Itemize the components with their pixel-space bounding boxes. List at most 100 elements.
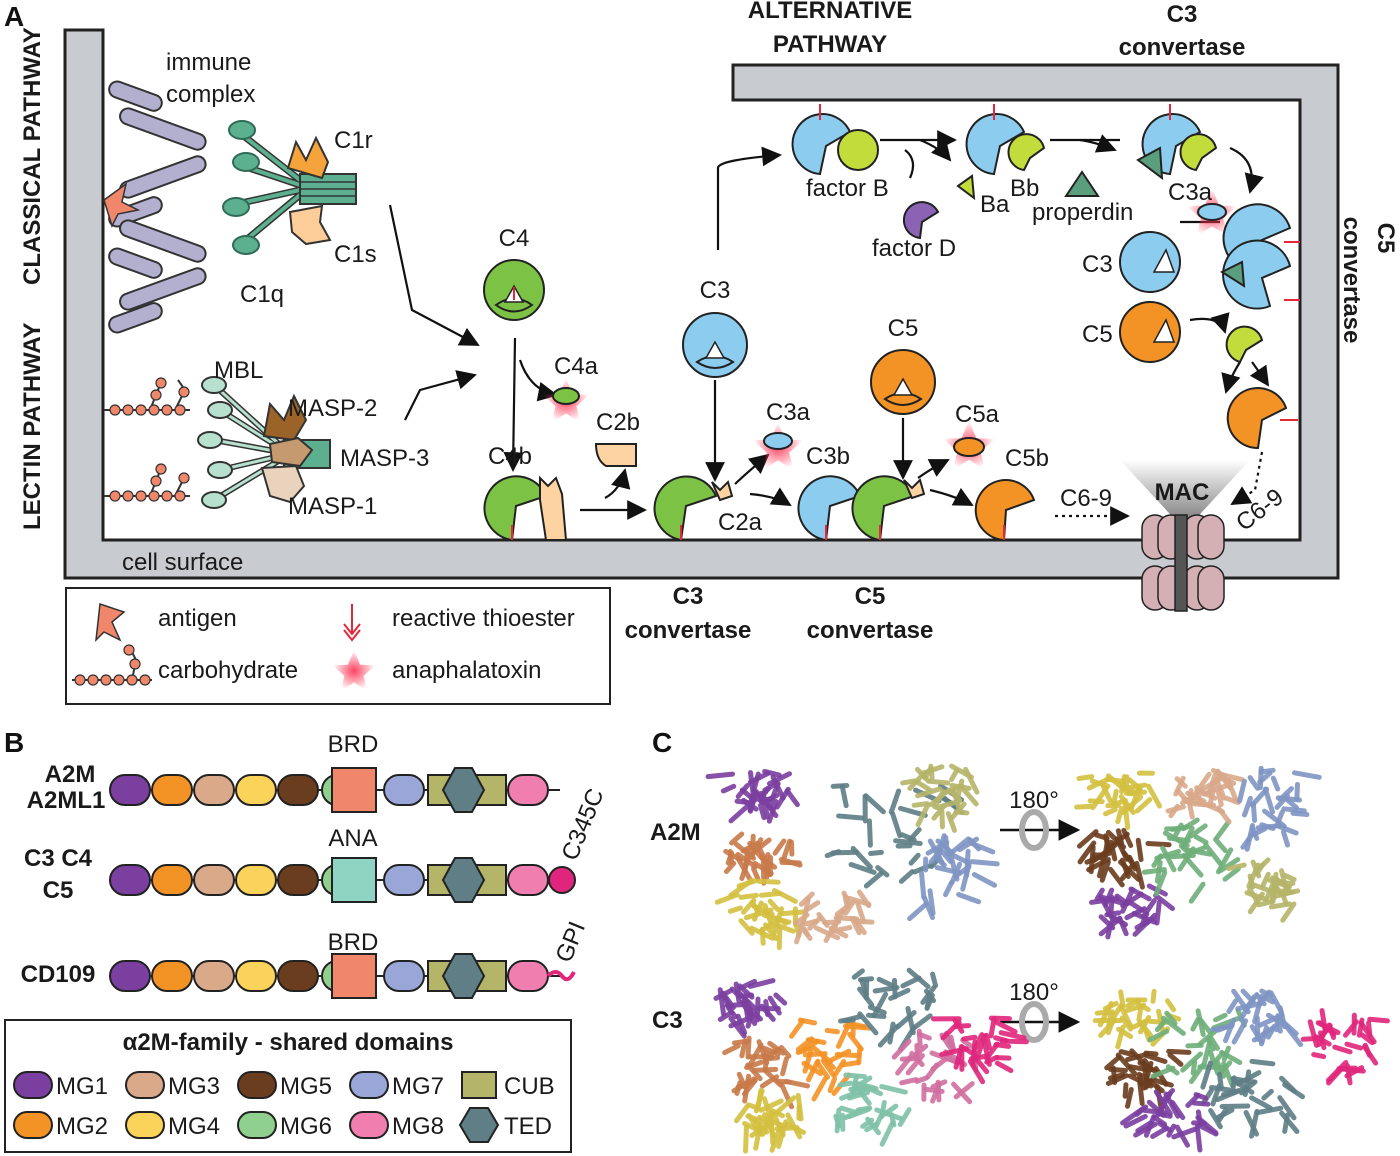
c3-convertase-bottom-2: convertase [625, 617, 752, 644]
c3-alt-label: C3 [1082, 251, 1113, 278]
legend-antigen-icon [95, 602, 126, 643]
ribbon-domain [714, 877, 807, 951]
c5b-alt-fragment [1226, 387, 1288, 450]
row-cd109-tail-label: GPI [551, 918, 592, 966]
c5a-fragment [953, 437, 985, 457]
factor-d-protease [902, 201, 940, 240]
c5-convertase-right-2: convertase [1338, 217, 1365, 344]
ribbon-domain [838, 967, 939, 1052]
ribbon-domain [705, 768, 800, 824]
c5-convertase-bottom-2: convertase [807, 617, 934, 644]
c4a-label: C4a [554, 353, 599, 380]
legend-item-label: CUB [504, 1073, 555, 1100]
legend-item-mg6: MG6 [237, 1111, 332, 1140]
c4b-label: C4b [488, 443, 532, 470]
c3a-mid-label: C3a [766, 399, 811, 426]
pathway-arrows [388, 130, 1270, 526]
mac-cone [1120, 460, 1250, 525]
row-a2m-name-2: A2ML1 [27, 787, 106, 814]
c1q-molecule [222, 120, 357, 255]
legend-antigen-label: antigen [158, 605, 237, 632]
rotation-arrows [1000, 809, 1081, 1043]
domain-row-a2m: A2M A2ML1 BRD [27, 731, 379, 814]
domain-insert [331, 857, 377, 903]
row-a2m-name-1: A2M [45, 761, 96, 788]
ribbon-domain [930, 1015, 1029, 1085]
ribbon-domain [1225, 857, 1301, 923]
ba-label: Ba [980, 191, 1010, 218]
legend-thioester-label: reactive thioester [392, 605, 575, 632]
c5-convertase-right-1: C5 [1372, 223, 1399, 254]
c3b-label: C3b [806, 443, 850, 470]
c4a-fragment [552, 387, 580, 405]
ribbon-domain [1147, 1007, 1247, 1088]
domain-ted [441, 857, 486, 903]
alternative-pathway-label-2: PATHWAY [773, 31, 887, 58]
c-c3-label: C3 [652, 1007, 683, 1034]
c3-protein-mid [682, 312, 748, 378]
domain-insert [331, 767, 377, 813]
c69-bottom-label: C6-9 [1060, 485, 1112, 512]
ribbon-domain [793, 889, 875, 945]
properdin-label: properdin [1032, 199, 1133, 226]
masp1-molecule [260, 464, 306, 504]
ribbon-domain [722, 1035, 811, 1110]
legend-item-label: MG8 [392, 1113, 444, 1140]
legend-item-label: MG6 [280, 1113, 332, 1140]
c3-convertase-top-1: C3 [1167, 1, 1198, 28]
bb-label: Bb [1010, 175, 1039, 202]
domain-bar-0 [109, 767, 560, 813]
domain-mg4 [235, 774, 277, 806]
c3bbb-complex [965, 104, 1046, 176]
ribbon-domain [734, 1088, 807, 1154]
ribbon-domain [1074, 770, 1163, 831]
c5-alt-label: C5 [1082, 321, 1113, 348]
ribbon-domain [1141, 817, 1241, 904]
immune-complex-label-1: immune [166, 49, 251, 76]
masp2-label: MASP-2 [288, 395, 377, 422]
ribbon-structures [705, 763, 1390, 1154]
domain-mg7 [383, 960, 425, 992]
domain-c345c [548, 866, 576, 894]
cell-membrane [63, 28, 1340, 580]
c1r-label: C1r [334, 127, 373, 154]
domain-mg2 [151, 960, 193, 992]
row-cd109-insert-label: BRD [328, 929, 379, 956]
domain-mg1 [109, 774, 151, 806]
c1q-label: C1q [240, 281, 284, 308]
row-c3-name-2: C5 [43, 877, 74, 904]
ribbon-domain [1120, 1087, 1219, 1153]
ribbon-domain [789, 1017, 872, 1102]
legend-item-mg2: MG2 [13, 1111, 108, 1140]
properdin-triangle [1064, 170, 1100, 197]
c1r-molecule [286, 135, 330, 180]
c3a-mid-fragment [763, 432, 793, 450]
domain-mg3 [193, 960, 235, 992]
mbl-label: MBL [214, 357, 263, 384]
domain-mg5 [277, 960, 319, 992]
panel-label-a: A [4, 1, 24, 32]
domain-architecture-bars [109, 767, 576, 999]
domain-bar-2 [109, 953, 576, 999]
legend-item-mg8: MG8 [349, 1111, 444, 1140]
ba-fragment [956, 174, 976, 201]
ribbon-domain [907, 833, 1000, 922]
legend-item-mg7: MG7 [349, 1071, 444, 1100]
domain-mg3 [193, 864, 235, 896]
domain-mg4 [235, 960, 277, 992]
domain-mg2 [151, 774, 193, 806]
classical-pathway-label: CLASSICAL PATHWAY [19, 27, 46, 285]
c2b-label: C2b [596, 409, 640, 436]
ribbon-domain [1076, 827, 1172, 890]
legend-item-ted: TED [458, 1107, 552, 1143]
legend-item-label: MG1 [56, 1073, 108, 1100]
c5-convertase-alternative [1219, 203, 1300, 364]
legend-box-a [65, 587, 611, 705]
ribbon-domain [713, 978, 788, 1039]
immune-complex-label-2: complex [166, 81, 255, 108]
c5-mid-label: C5 [888, 315, 919, 342]
legend-b-title: α2M-family - shared domains [123, 1029, 454, 1056]
masp3-label: MASP-3 [340, 445, 429, 472]
